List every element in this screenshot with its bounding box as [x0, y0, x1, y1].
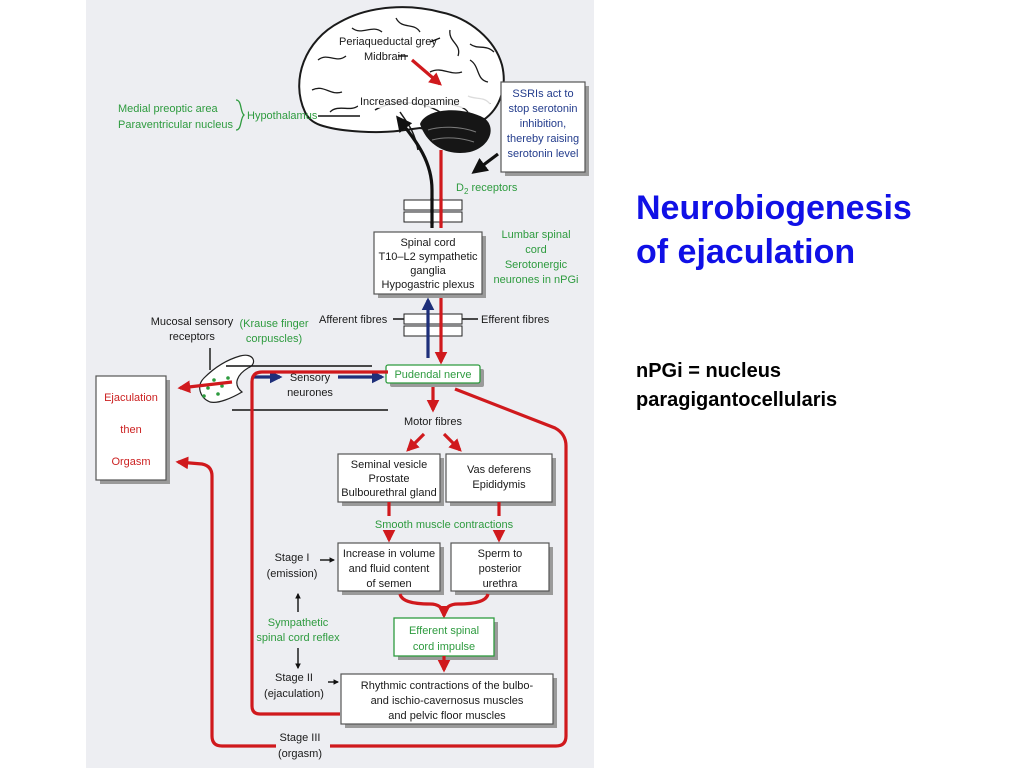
hypothalamus-label: Hypothalamus: [247, 110, 318, 122]
stage2-line2: (ejaculation): [264, 688, 324, 700]
sympathetic-line2: spinal cord reflex: [256, 632, 340, 644]
note-line-2: paragigantocellularis: [636, 389, 838, 411]
seminal-line1: Seminal vesicle: [351, 459, 427, 471]
ejaculation-label: Ejaculation: [104, 392, 158, 404]
medial-preoptic-label: Medial preoptic area: [118, 103, 219, 115]
d2-receptors-label: D2 receptors: [456, 182, 518, 196]
sensory-line1: Sensory: [290, 372, 331, 384]
seminal-line3: Bulbourethral gland: [341, 487, 436, 499]
sperm-line3: urethra: [483, 578, 519, 590]
periaqueductal-grey-label: Periaqueductal grey: [339, 36, 437, 48]
ssri-line3: inhibition,: [520, 118, 566, 130]
ssri-line4: thereby raising: [507, 133, 579, 145]
efferent-fibres-label: Efferent fibres: [481, 314, 550, 326]
mucosal-line1: Mucosal sensory: [151, 316, 234, 328]
stage2-line1: Stage II: [275, 672, 313, 684]
ssri-line5: serotonin level: [508, 148, 579, 160]
spinal-line2: T10–L2 sympathetic: [378, 251, 478, 263]
seminal-line2: Prostate: [369, 473, 410, 485]
krause-line1: (Krause finger: [239, 318, 308, 330]
vas-line1: Vas deferens: [467, 464, 532, 476]
pudendal-nerve-label: Pudendal nerve: [394, 369, 471, 381]
paraventricular-label: Paraventricular nucleus: [118, 119, 233, 131]
afferent-fibres-label: Afferent fibres: [319, 314, 388, 326]
mucosal-line2: receptors: [169, 331, 215, 343]
stage3-line2: (orgasm): [278, 748, 322, 760]
sensory-line2: neurones: [287, 387, 333, 399]
vas-line2: Epididymis: [472, 479, 526, 491]
lumbar-line3: Serotonergic: [505, 259, 568, 271]
efferent-impulse-line1: Efferent spinal: [409, 625, 479, 637]
ssri-line2: stop serotonin: [508, 103, 577, 115]
efferent-impulse-line2: cord impulse: [413, 641, 475, 653]
npgi-definition: nPGi = nucleus paragigantocellularis: [636, 357, 837, 415]
ssri-line1: SSRIs act to: [512, 88, 573, 100]
sperm-line1: Sperm to: [478, 548, 523, 560]
slide-title: Neurobiogenesis of ejaculation: [636, 186, 912, 274]
spinal-line4: Hypogastric plexus: [382, 279, 475, 291]
brain-illustration: [298, 6, 505, 153]
stage1-line1: Stage I: [275, 552, 310, 564]
title-line-1: Neurobiogenesis: [636, 189, 912, 227]
rhythmic-line1: Rhythmic contractions of the bulbo-: [361, 680, 534, 692]
stage3-line1: Stage III: [280, 732, 321, 744]
spinal-line1: Spinal cord: [400, 237, 455, 249]
increase-line2: and fluid content: [349, 563, 430, 575]
krause-line2: corpuscles): [246, 333, 302, 345]
increased-dopamine-label: Increased dopamine: [360, 96, 460, 108]
rhythmic-line2: and ischio-cavernosus muscles: [371, 695, 524, 707]
stage1-line2: (emission): [267, 568, 318, 580]
note-line-1: nPGi = nucleus: [636, 360, 782, 382]
sympathetic-line1: Sympathetic: [268, 617, 329, 629]
lumbar-line1: Lumbar spinal: [501, 229, 570, 241]
sperm-line2: posterior: [479, 563, 522, 575]
mucosal-sensory-receptor-icon: [199, 354, 255, 403]
title-line-2: of ejaculation: [636, 233, 856, 271]
spinal-line3: ganglia: [410, 265, 446, 277]
midbrain-label: Midbrain: [364, 51, 406, 63]
motor-fibres-label: Motor fibres: [404, 416, 463, 428]
lumbar-line2: cord: [525, 244, 546, 256]
smooth-muscle-label: Smooth muscle contractions: [375, 519, 514, 531]
orgasm-label: Orgasm: [111, 456, 150, 468]
lumbar-line4: neurones in nPGi: [494, 274, 579, 286]
then-label: then: [120, 424, 141, 436]
increase-line3: of semen: [366, 578, 411, 590]
rhythmic-line3: and pelvic floor muscles: [388, 710, 506, 722]
increase-line1: Increase in volume: [343, 548, 435, 560]
